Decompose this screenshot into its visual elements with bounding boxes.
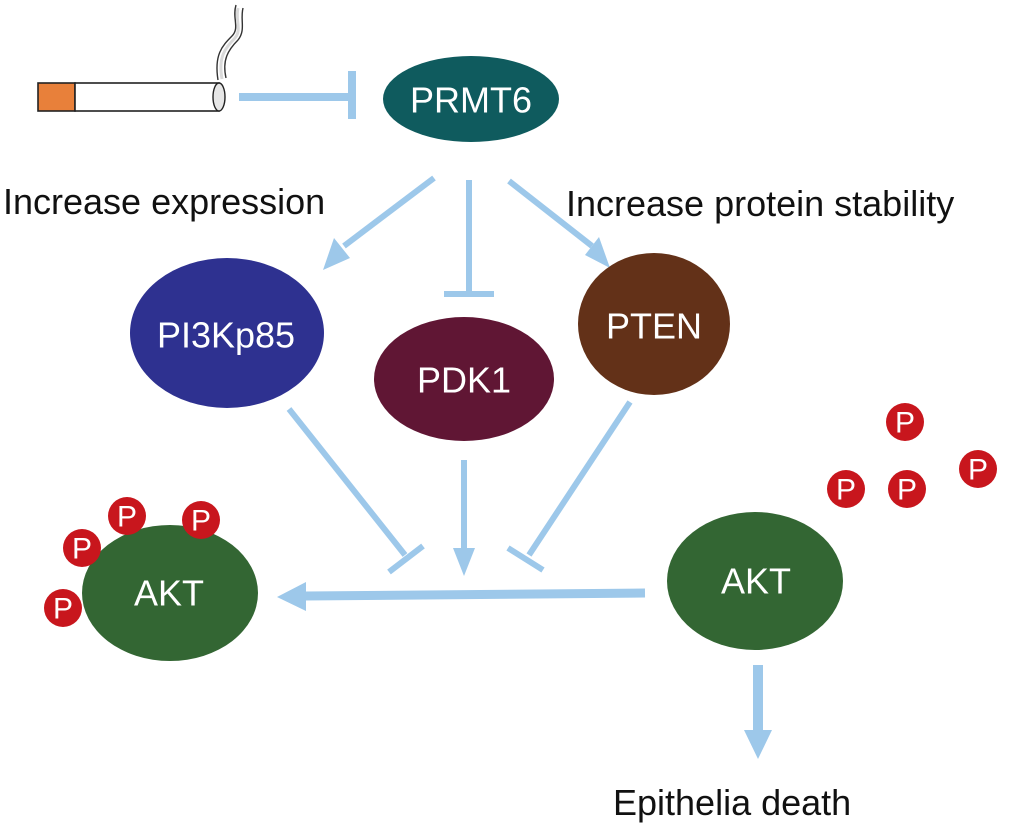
phosphate-icon: P (886, 403, 924, 441)
node-akt: AKT (667, 512, 843, 650)
akt-label: AKT (721, 561, 791, 602)
svg-text:P: P (191, 505, 211, 538)
phosphate-icon: P (888, 470, 926, 508)
prmt6-label: PRMT6 (410, 80, 532, 121)
phosphate-icon: P (827, 470, 865, 508)
pi3kp85-ellipse (130, 258, 324, 408)
node-pdk1: PDK1 (374, 317, 554, 441)
phosphate-icon: P (63, 529, 101, 567)
cigarette-filter (37, 82, 76, 112)
edge-prmt6-activates-pi3kp85 (323, 175, 436, 270)
node-pten: PTEN (578, 253, 730, 395)
cigarette-tip (212, 82, 226, 112)
edge-akt-to-epithelia-death (744, 665, 772, 759)
smoke-icon (216, 4, 244, 81)
edge-prmt6-inhibits-pdk1 (444, 180, 494, 297)
edge-pdk1-activates-akt-phosphorylation (453, 460, 475, 576)
edge-akt-to-phospho-akt (277, 582, 646, 611)
node-akt-phosphorylated: AKT P P P P (44, 497, 258, 661)
cigarette-body (74, 82, 220, 112)
svg-text:P: P (836, 474, 856, 507)
phosphate-icon: P (44, 589, 82, 627)
phospho-group-free: P P P P (827, 403, 997, 508)
annotation-increase-protein-stability: Increase protein stability (566, 183, 954, 224)
pten-label: PTEN (606, 306, 702, 347)
prmt6-ellipse (383, 56, 559, 142)
svg-text:P: P (53, 593, 73, 626)
node-pi3kp85: PI3Kp85 (130, 258, 324, 408)
akt-phospho-label: AKT (134, 573, 204, 614)
edge-prmt6-activates-pten (507, 178, 610, 268)
edge-pi3kp85-inhibits-akt-phosphorylation (286, 407, 425, 575)
edge-pten-inhibits-akt-phosphorylation (506, 400, 633, 573)
annotation-increase-expression: Increase expression (3, 181, 325, 222)
svg-text:P: P (72, 533, 92, 566)
pi3kp85-label: PI3Kp85 (157, 315, 295, 356)
outcome-epithelia-death: Epithelia death (613, 782, 851, 823)
svg-text:P: P (117, 501, 137, 534)
phosphate-icon: P (959, 450, 997, 488)
phospho-group-bound: P P P P (44, 497, 220, 627)
svg-text:P: P (895, 407, 915, 440)
edge-cigarette-inhibits-prmt6 (239, 71, 356, 119)
akt-ellipse (667, 512, 843, 650)
akt-phospho-ellipse (82, 525, 258, 661)
pdk1-ellipse (374, 317, 554, 441)
pdk1-label: PDK1 (417, 360, 511, 401)
cigarette-icon (37, 4, 244, 112)
node-prmt6: PRMT6 (383, 56, 559, 142)
svg-text:P: P (897, 474, 917, 507)
pten-ellipse (578, 253, 730, 395)
svg-text:P: P (968, 454, 988, 487)
phosphate-icon: P (108, 497, 146, 535)
phosphate-icon: P (182, 501, 220, 539)
